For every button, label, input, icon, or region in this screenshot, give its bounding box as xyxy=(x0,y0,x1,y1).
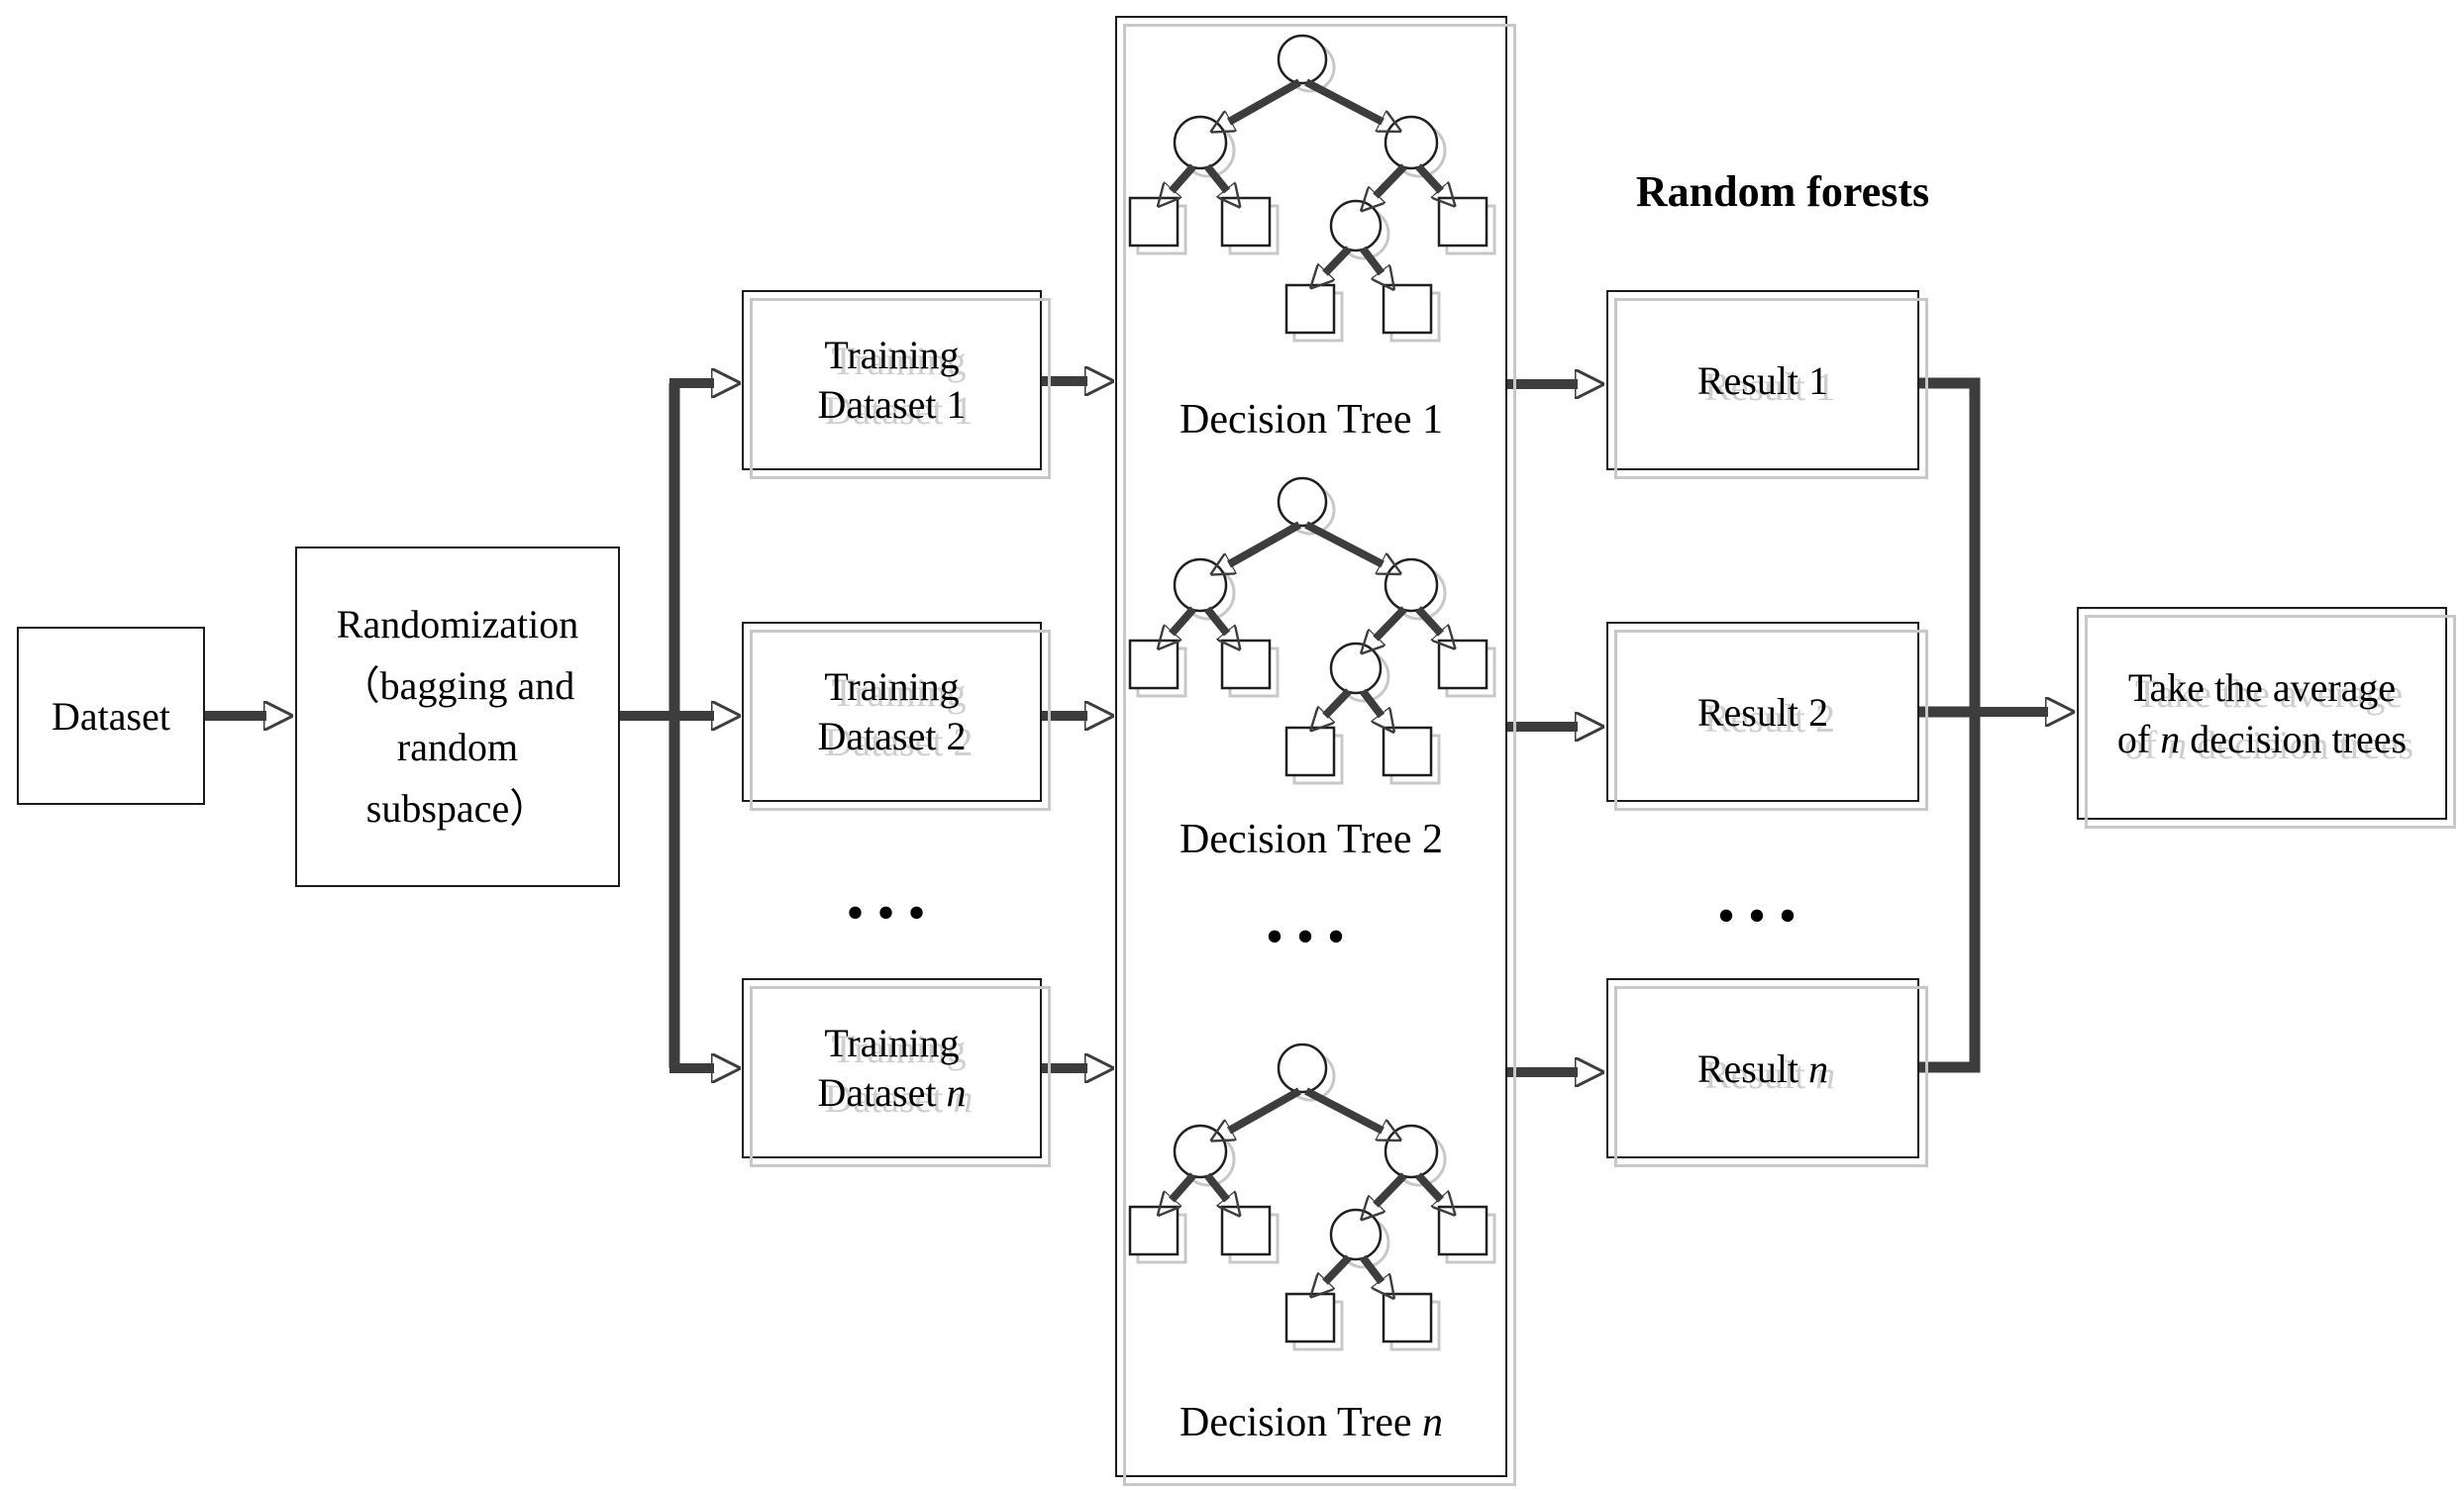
decision-tree-2-label: Decision Tree 2 xyxy=(1180,817,1443,862)
randomization-label: Randomization （bagging and random subspa… xyxy=(336,602,579,831)
leaf-node-square xyxy=(1437,1205,1489,1256)
trees-ellipsis: ... xyxy=(1265,875,1358,958)
leaf-node-square xyxy=(1382,1292,1433,1343)
decision-tree-1-label: Decision Tree 1 xyxy=(1180,397,1443,443)
internal-node-circle xyxy=(1384,115,1439,170)
index: 1 xyxy=(1808,357,1829,403)
internal-node-circle xyxy=(1329,642,1383,695)
internal-node-circle xyxy=(1173,1124,1228,1179)
randomization-box: Randomization （bagging and random subspa… xyxy=(295,547,620,887)
index: n xyxy=(2160,716,2181,761)
training-dataset-2-box: Training Dataset 2 xyxy=(742,622,1051,811)
results-ellipsis: ... xyxy=(1716,854,1809,938)
dataset-box: Dataset xyxy=(17,627,205,805)
training-dataset-2-label: Training Dataset 2 xyxy=(817,664,967,758)
decision-trees-container: Decision Tree 1 Decision Tr xyxy=(1115,16,1516,1486)
leaf-node-square xyxy=(1284,1292,1336,1343)
result-2-label: Result 2 xyxy=(1696,689,1829,735)
average-label: Take the average of n decision trees xyxy=(2116,664,2408,761)
decision-tree-graphic xyxy=(1128,1043,1496,1351)
index: 1 xyxy=(1422,397,1443,443)
internal-node-circle xyxy=(1173,557,1228,613)
root-node-circle xyxy=(1277,476,1328,528)
result-n-label: Result n xyxy=(1696,1045,1829,1091)
leaf-node-square xyxy=(1437,196,1489,248)
result-1-box: Result 1 xyxy=(1606,290,1928,479)
leaf-node-square xyxy=(1382,283,1433,335)
training-dataset-n-box: Training Dataset n xyxy=(742,978,1051,1167)
internal-node-circle xyxy=(1384,557,1439,613)
results-collector-line xyxy=(1919,377,1981,1073)
dataset-label: Dataset xyxy=(51,693,170,739)
index: 2 xyxy=(946,714,967,758)
index: n xyxy=(1422,1400,1443,1445)
leaf-node-square xyxy=(1220,196,1272,248)
index: n xyxy=(946,1070,967,1115)
result-2-box: Result 2 xyxy=(1606,622,1928,811)
training-ellipsis: ... xyxy=(846,851,938,935)
random-forests-title: Random forests xyxy=(1635,167,1930,216)
leaf-node-square xyxy=(1220,639,1272,690)
tree-edges xyxy=(1172,521,1441,716)
internal-node-circle xyxy=(1329,199,1383,252)
leaf-node-square xyxy=(1128,639,1180,690)
tree-edges xyxy=(1172,78,1441,273)
leaf-node-square xyxy=(1128,1205,1180,1256)
leaf-node-square xyxy=(1382,726,1433,777)
result-n-box: Result n xyxy=(1606,978,1928,1167)
decision-tree-graphic xyxy=(1128,34,1496,343)
internal-node-circle xyxy=(1329,1208,1383,1261)
leaf-node-square xyxy=(1220,1205,1272,1256)
index: 2 xyxy=(1808,689,1829,735)
decision-tree-graphic xyxy=(1128,476,1496,785)
index: n xyxy=(1808,1045,1829,1091)
internal-node-circle xyxy=(1173,115,1228,170)
index: 1 xyxy=(946,382,967,427)
root-node-circle xyxy=(1277,1043,1328,1094)
leaf-node-square xyxy=(1284,283,1336,335)
average-box: Take the average of n decision trees xyxy=(2077,607,2456,829)
internal-node-circle xyxy=(1384,1124,1439,1179)
leaf-node-square xyxy=(1128,196,1180,248)
leaf-node-square xyxy=(1437,639,1489,690)
training-dataset-1-label: Training Dataset 1 xyxy=(817,333,967,427)
result-1-label: Result 1 xyxy=(1696,357,1829,403)
index: 2 xyxy=(1422,817,1443,862)
training-dataset-1-box: Training Dataset 1 xyxy=(742,290,1051,479)
leaf-node-square xyxy=(1284,726,1336,777)
tree-edges xyxy=(1172,1087,1441,1282)
training-dataset-n-label: Training Dataset n xyxy=(817,1021,967,1115)
root-node-circle xyxy=(1277,34,1328,85)
decision-tree-n-label: Decision Tree n xyxy=(1180,1400,1443,1445)
